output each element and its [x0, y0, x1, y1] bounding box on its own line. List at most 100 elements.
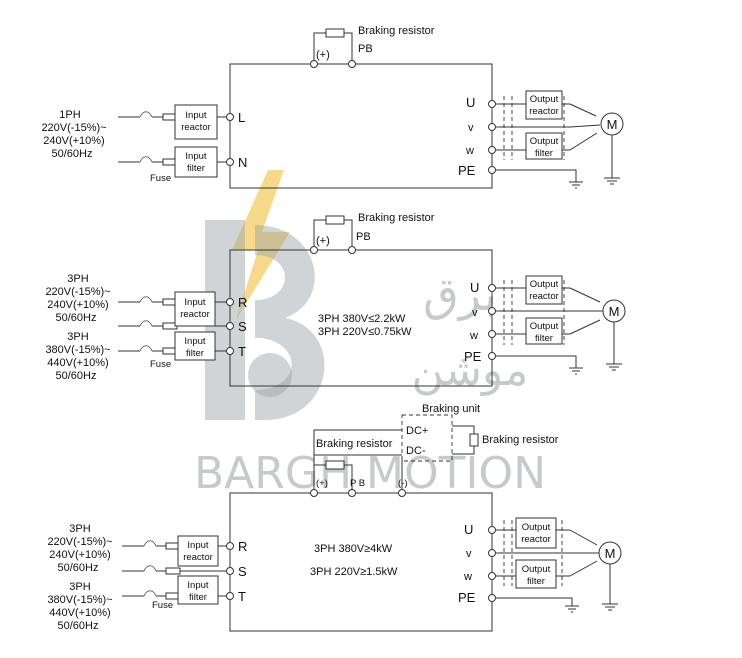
braking-resistor-label: Braking resistor — [358, 25, 435, 37]
diagram-1: Braking resistor (+) PB 1PH 220V(-15%)~ … — [41, 25, 624, 189]
terminal-u: U — [466, 95, 475, 110]
braking-resistor-label: Braking resistor — [316, 438, 393, 450]
source-3ph-220: 3PH 220V(-15%)~ 240V(+10%) 50/60Hz — [45, 273, 110, 324]
svg-text:380V(-15%)~: 380V(-15%)~ — [47, 594, 112, 606]
input-filter — [174, 331, 216, 361]
watermark-arabic-2: موشن — [412, 345, 529, 396]
braking-resistor — [325, 28, 345, 38]
svg-text:Output: Output — [522, 564, 551, 575]
terminal-v: v — [466, 548, 472, 560]
watermark-latin: BARGH MOTION — [194, 448, 546, 499]
rating-1: 3PH 380V≤2.2kW — [318, 313, 406, 325]
svg-text:Output: Output — [530, 94, 559, 105]
watermark-gear-icon — [248, 353, 292, 397]
plus-label: (+) — [316, 49, 330, 61]
terminal-t: T — [238, 344, 246, 359]
fuse-label: Fuse — [150, 359, 171, 370]
pb-label: PB — [356, 231, 371, 243]
svg-text:220V(-15%)~: 220V(-15%)~ — [41, 122, 106, 134]
terminal-s: S — [238, 564, 247, 579]
svg-text:50/60Hz: 50/60Hz — [52, 148, 93, 160]
braking-unit-label: Braking unit — [422, 403, 480, 415]
terminal-w: w — [465, 145, 474, 157]
svg-text:240V(+10%): 240V(+10%) — [47, 299, 108, 311]
svg-text:filter: filter — [527, 576, 545, 587]
svg-text:Input: Input — [187, 540, 208, 551]
svg-text:3PH: 3PH — [67, 331, 88, 343]
svg-text:Output: Output — [530, 279, 559, 290]
svg-text:filter: filter — [535, 333, 553, 344]
inverter-box — [229, 249, 493, 387]
terminal-n: N — [238, 155, 247, 170]
svg-text:filter: filter — [189, 592, 207, 603]
minus-label: (-) — [398, 478, 408, 489]
svg-text:50/60Hz: 50/60Hz — [58, 562, 99, 574]
braking-resistor-unit-label: Braking resistor — [482, 434, 559, 446]
terminal-v: v — [468, 122, 474, 134]
svg-text:reactor: reactor — [529, 106, 559, 117]
source-1ph: 1PH 220V(-15%)~ 240V(+10%) 50/60Hz — [41, 109, 106, 160]
svg-text:M: M — [605, 546, 616, 561]
svg-text:M: M — [607, 117, 618, 132]
dc-minus-label: DC- — [406, 445, 426, 457]
input-filter — [174, 146, 218, 178]
svg-text:440V(+10%): 440V(+10%) — [47, 357, 108, 369]
inverter-box — [229, 63, 493, 189]
svg-text:Input: Input — [185, 110, 206, 121]
source-3ph-380: 3PH 380V(-15%)~ 440V(+10%) 50/60Hz — [47, 581, 112, 632]
svg-text:240V(+10%): 240V(+10%) — [43, 135, 104, 147]
terminal-pe: PE — [458, 590, 476, 605]
terminal-s: S — [238, 319, 247, 334]
svg-text:50/60Hz: 50/60Hz — [56, 312, 97, 324]
svg-text:Input: Input — [185, 151, 206, 162]
watermark-bolt-icon — [232, 170, 290, 320]
output-filter — [525, 317, 563, 345]
svg-text:50/60Hz: 50/60Hz — [56, 370, 97, 382]
svg-text:Input: Input — [187, 580, 208, 591]
braking-resistor — [325, 215, 345, 225]
plus-label: (+) — [316, 235, 330, 247]
plus-label: (+) — [316, 478, 328, 489]
diagram-2: Braking resistor (+) PB 3PH 220V(-15%)~ … — [45, 212, 626, 387]
braking-resistor — [325, 460, 345, 470]
terminal-pe: PE — [458, 163, 476, 178]
watermark-b-logo-icon — [205, 220, 325, 420]
svg-text:reactor: reactor — [180, 309, 210, 320]
rating-2: 3PH 220V≥1.5kW — [310, 566, 398, 578]
svg-text:filter: filter — [187, 163, 205, 174]
output-reactor — [525, 90, 563, 120]
svg-text:380V(-15%)~: 380V(-15%)~ — [45, 344, 110, 356]
svg-text:Output: Output — [522, 522, 551, 533]
svg-text:50/60Hz: 50/60Hz — [58, 620, 99, 632]
terminal-t: T — [238, 589, 246, 604]
braking-resistor — [469, 433, 479, 447]
svg-text:1PH: 1PH — [59, 109, 80, 121]
output-reactor — [515, 517, 557, 549]
svg-text:220V(-15%)~: 220V(-15%)~ — [47, 536, 112, 548]
input-reactor — [174, 291, 216, 327]
svg-text:240V(+10%): 240V(+10%) — [49, 549, 110, 561]
output-filter — [515, 559, 557, 589]
svg-text:filter: filter — [535, 148, 553, 159]
svg-text:reactor: reactor — [183, 552, 213, 563]
fuse-label: Fuse — [150, 173, 171, 184]
braking-resistor-label: Braking resistor — [358, 212, 435, 224]
diagram-3: Braking unit DC+ DC- Braking resistor Br… — [47, 403, 622, 632]
svg-text:3PH: 3PH — [69, 523, 90, 535]
terminal-w: w — [469, 330, 478, 342]
svg-text:Output: Output — [530, 136, 559, 147]
input-reactor — [174, 104, 218, 140]
svg-text:3PH: 3PH — [67, 273, 88, 285]
input-reactor — [177, 535, 219, 567]
rating-2: 3PH 220V≤0.75kW — [318, 326, 412, 338]
terminal-r: R — [238, 295, 247, 310]
terminal-u: U — [464, 522, 473, 537]
terminal-pe: PE — [464, 349, 482, 364]
svg-text:M: M — [609, 304, 620, 319]
svg-text:filter: filter — [186, 348, 204, 359]
svg-text:reactor: reactor — [181, 122, 211, 133]
inverter-box — [229, 492, 493, 632]
svg-text:reactor: reactor — [529, 291, 559, 302]
svg-text:Input: Input — [184, 297, 205, 308]
svg-text:Output: Output — [530, 321, 559, 332]
